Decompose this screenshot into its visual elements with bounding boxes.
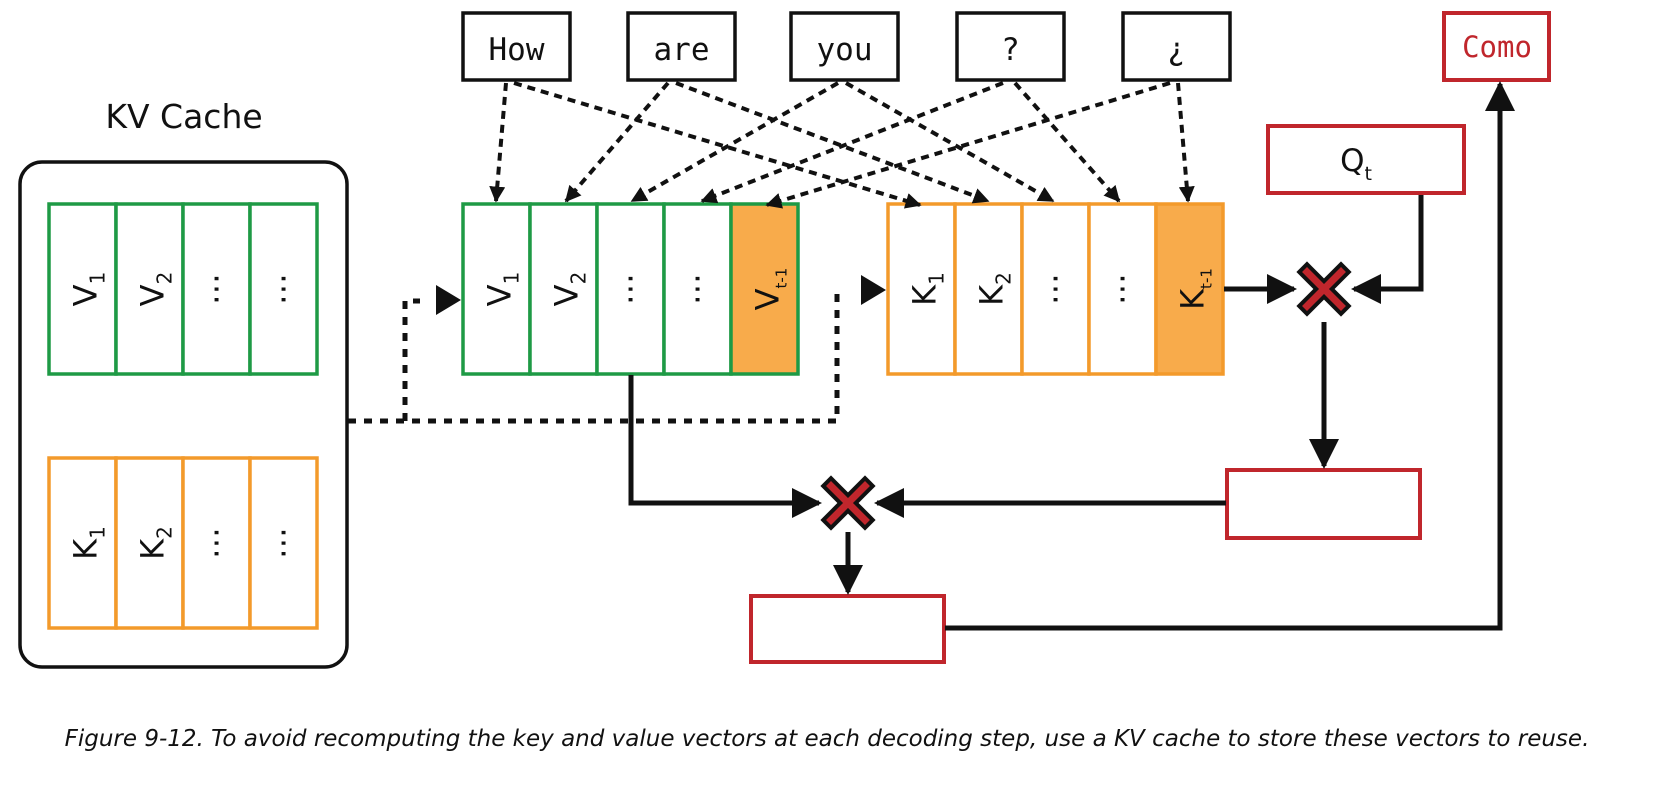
key-vector-cell-label: Kt-1 [1174,268,1216,310]
cache-key-cell-label: K1 [67,526,110,560]
query-label: Qt [1340,143,1372,185]
token-box [1121,11,1232,82]
key-vector-cell-label: K1 [906,272,949,306]
cache-key-cell-label: ⋯ [264,527,302,559]
token-to-key-arrows [513,81,1195,209]
value-vector-cell [729,202,800,376]
token-box [789,11,900,82]
token-label: How [489,32,545,68]
output-token-label: Como [1462,30,1532,64]
token-label: you [817,32,873,68]
key-vector-cell [953,202,1024,376]
value-vector-cell [528,202,599,376]
cache-key-vectors: K1 K2 ⋯ ⋯ [47,456,319,630]
token-to-value-arrows [489,81,1171,209]
value-vector-cell-label: ⋯ [611,273,649,305]
cache-value-cell-label: ⋯ [197,273,235,305]
token-label: ? [1001,32,1020,68]
multiply-icon [820,475,876,531]
cache-value-vectors: V1 V2 ⋯ ⋯ [47,202,319,376]
value-vector-cell-label: V2 [548,272,591,307]
flow-arrows [628,81,1515,631]
cache-key-cell-label: K2 [134,526,177,560]
figure-caption: Figure 9-12. To avoid recomputing the ke… [64,726,1590,752]
value-vector-cell-label: ⋯ [678,273,716,305]
input-tokens: How are you? ¿ [461,11,1232,82]
value-vector-cell [461,202,532,376]
value-vectors: V1 V2 ⋯ ⋯ Vt-1 [461,202,800,376]
cache-reuse-connector [348,288,840,424]
value-vector-cell [662,202,733,376]
query-box [1266,124,1466,195]
value-vector-cell [595,202,666,376]
key-vector-cell [1154,202,1225,376]
value-vector-cell-label: V1 [481,272,524,307]
cache-value-cell-label: V2 [134,272,177,307]
key-vector-cell-label: K2 [973,272,1016,306]
kv-cache-panel [18,160,349,669]
cache-key-cell-label: ⋯ [197,527,235,559]
attention-scores-box [1225,468,1422,540]
cache-value-cell-label: V1 [67,272,110,307]
multiply-icon [1296,261,1352,317]
token-box [626,11,737,82]
cache-key-cell [181,456,252,630]
cache-to-key-arrowhead [861,275,886,305]
key-vectors: K1 K2 ⋯ ⋯ Kt-1 [886,202,1225,376]
attention-output-box [749,594,946,664]
token-label: are [654,32,710,68]
cache-key-cell [248,456,319,630]
cache-value-cell [47,202,118,376]
kv-cache-title: KV Cache [105,97,262,136]
key-vector-cell-label: ⋯ [1036,273,1074,305]
token-box [955,11,1066,82]
cache-value-cell-label: ⋯ [264,273,302,305]
output-token-box [1442,11,1551,82]
value-vector-cell-label: Vt-1 [749,268,791,311]
token-box [461,11,572,82]
cache-value-cell [248,202,319,376]
cache-to-value-arrowhead [436,285,461,315]
token-label: ¿ [1167,32,1186,68]
key-vector-cell [1020,202,1091,376]
key-vector-cell-label: ⋯ [1103,273,1141,305]
